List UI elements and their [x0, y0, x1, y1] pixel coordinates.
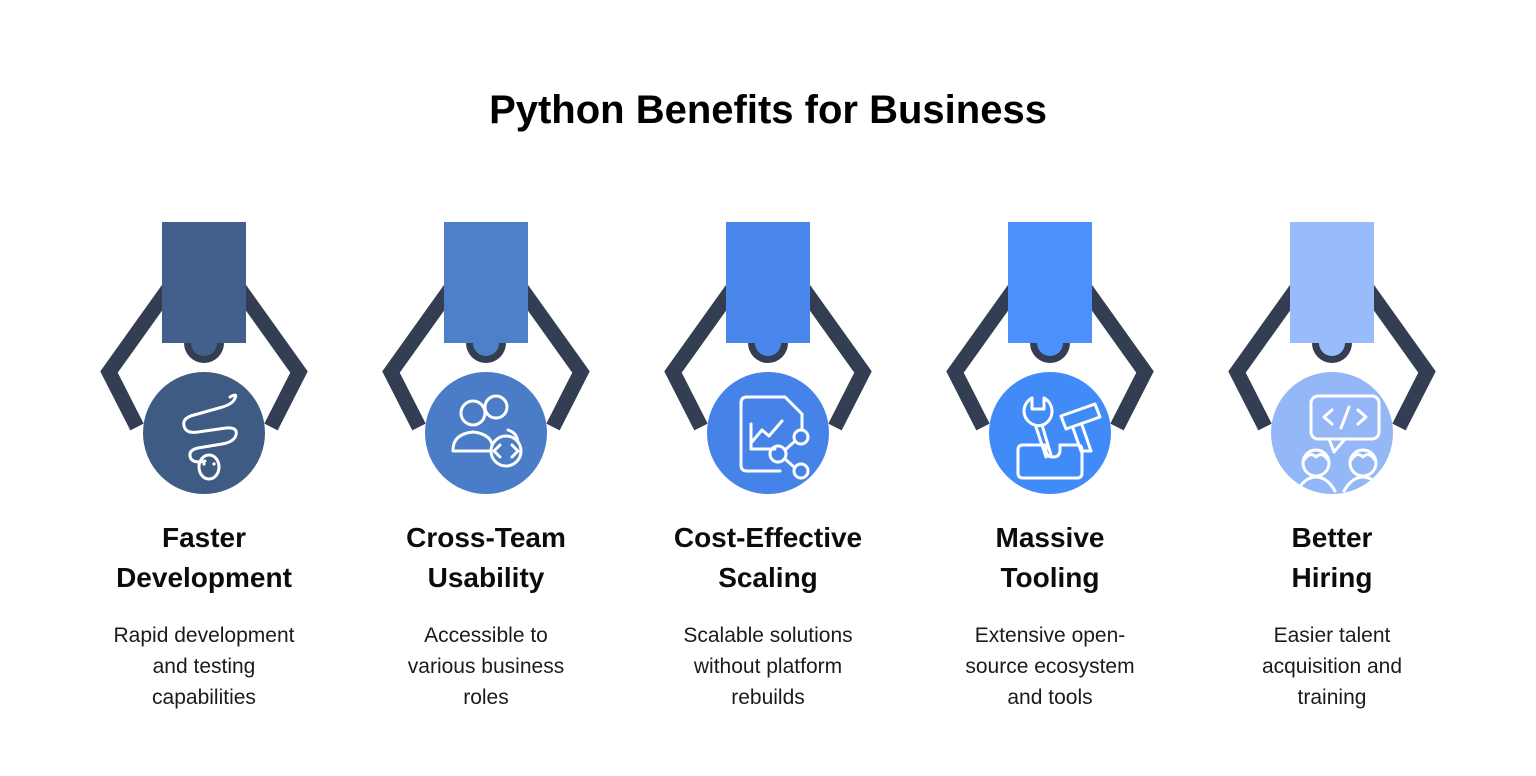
column-better-hiring: Better Hiring Easier talent acquisition … — [1212, 200, 1452, 713]
description-line: training — [1297, 686, 1367, 709]
claw-machine-graphic — [664, 222, 872, 494]
heading-line: Massive — [995, 522, 1105, 553]
heading-line: Faster — [161, 522, 247, 553]
heading-line: Cost-Effective — [673, 522, 863, 553]
claw-prongs — [946, 283, 1154, 431]
description-line: source ecosystem — [965, 655, 1135, 678]
benefit-circle — [707, 372, 829, 494]
benefit-heading: Massive Tooling — [996, 518, 1105, 598]
description-line: acquisition and — [1261, 655, 1403, 678]
heading-line: Hiring — [1291, 562, 1373, 593]
benefit-description: Scalable solutions without platform rebu… — [683, 620, 852, 713]
claw-machine-graphic — [100, 222, 308, 494]
description-line: rebuilds — [731, 686, 805, 709]
claw-machine-graphic — [382, 222, 590, 494]
heading-line: Usability — [427, 562, 545, 593]
claw-arm — [162, 222, 246, 343]
benefit-circle — [143, 372, 265, 494]
document-chart-share-icon — [739, 395, 810, 480]
benefit-heading: Cost-Effective Scaling — [674, 518, 862, 598]
benefit-circle — [1271, 372, 1393, 494]
description-line: Easier talent — [1273, 624, 1391, 647]
benefit-heading: Better Hiring — [1292, 518, 1373, 598]
benefit-heading: Cross-Team Usability — [406, 518, 566, 598]
description-line: capabilities — [152, 686, 256, 709]
column-massive-tooling: Massive Tooling Extensive open- source e… — [930, 200, 1170, 713]
claw-arm — [444, 222, 528, 343]
benefit-description: Accessible to various business roles — [408, 620, 564, 713]
benefit-circle — [989, 372, 1111, 494]
claw-machine-graphic — [1228, 222, 1436, 494]
heading-line: Tooling — [1000, 562, 1100, 593]
heading-line: Development — [116, 562, 292, 593]
claw-arm — [726, 222, 810, 343]
benefit-heading: Faster Development — [116, 518, 292, 598]
claw-prongs — [664, 283, 872, 431]
description-line: and tools — [1007, 686, 1093, 709]
column-faster-development: Faster Development Rapid development and… — [84, 200, 324, 713]
benefit-circle — [425, 372, 547, 494]
benefit-description: Easier talent acquisition and training — [1262, 620, 1402, 713]
description-line: without platform — [693, 655, 843, 678]
description-line: Rapid development — [113, 624, 295, 647]
claw-prongs — [100, 283, 308, 431]
benefit-description: Rapid development and testing capabiliti… — [114, 620, 295, 713]
description-line: Extensive open- — [974, 624, 1126, 647]
claw-prongs — [1228, 283, 1436, 431]
hiring-code-chat-icon — [1295, 394, 1384, 493]
python-snake-icon — [182, 393, 238, 481]
heading-line: Better — [1291, 522, 1373, 553]
benefits-row: Faster Development Rapid development and… — [0, 200, 1536, 713]
description-line: Accessible to — [424, 624, 548, 647]
description-line: and testing — [152, 655, 256, 678]
page-title: Python Benefits for Business — [489, 88, 1047, 132]
claw-prongs — [382, 283, 590, 431]
toolbox-wrench-hammer-icon — [1016, 396, 1102, 480]
heading-line: Cross-Team — [406, 522, 566, 553]
claw-arm — [1008, 222, 1092, 343]
column-cross-team-usability: Cross-Team Usability Accessible to vario… — [366, 200, 606, 713]
benefit-description: Extensive open- source ecosystem and too… — [965, 620, 1134, 713]
column-cost-effective-scaling: Cost-Effective Scaling Scalable solution… — [648, 200, 888, 713]
description-line: various business — [407, 655, 565, 678]
claw-arm — [1290, 222, 1374, 343]
description-line: roles — [463, 686, 509, 709]
team-users-code-icon — [451, 394, 523, 468]
description-line: Scalable solutions — [683, 624, 853, 647]
heading-line: Scaling — [718, 562, 818, 593]
claw-machine-graphic — [946, 222, 1154, 494]
